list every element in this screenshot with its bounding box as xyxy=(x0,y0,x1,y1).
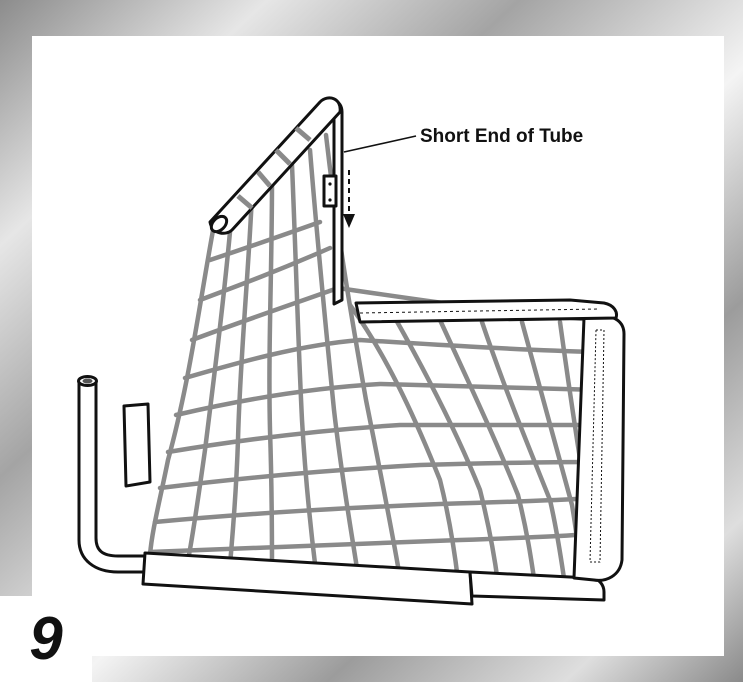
front-bottom-rail xyxy=(141,551,474,606)
loose-sleeve xyxy=(122,402,152,488)
net-ties xyxy=(236,126,312,210)
callout-short-end-of-tube: Short End of Tube xyxy=(420,126,584,147)
short-end-tube-insert xyxy=(322,174,338,208)
insert-direction-arrow xyxy=(343,170,355,228)
tube-end-top-rail xyxy=(209,214,229,234)
callout-leader-line xyxy=(343,135,417,153)
step-badge: 9 xyxy=(0,596,92,682)
step-number: 9 xyxy=(29,605,63,672)
net xyxy=(147,132,603,588)
